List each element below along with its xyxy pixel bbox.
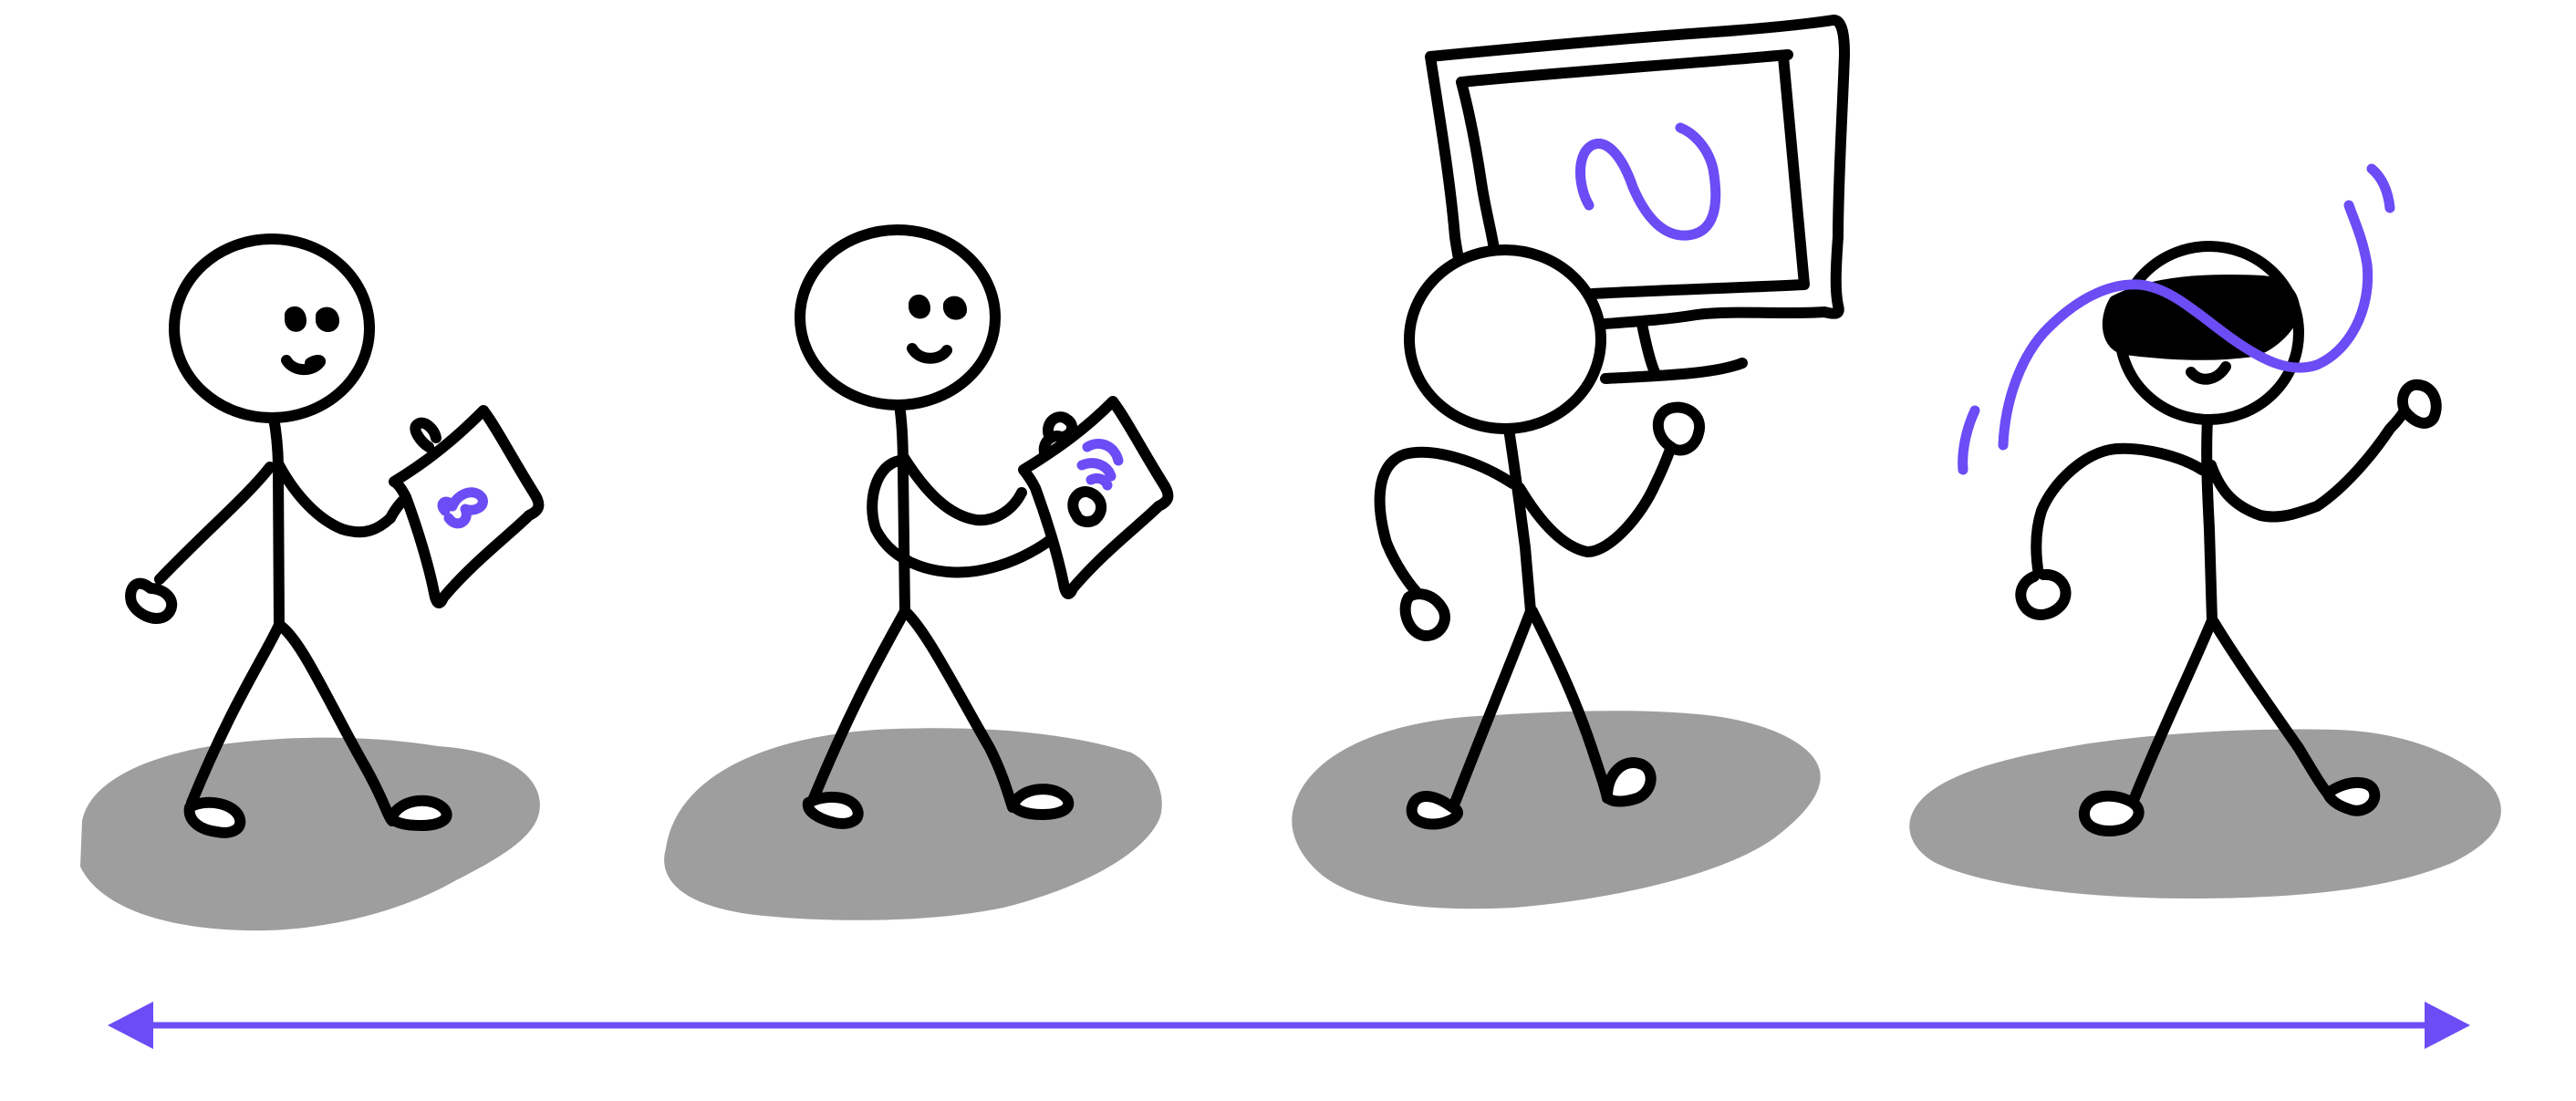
leg-right bbox=[899, 606, 1018, 813]
paper-scribble bbox=[437, 487, 488, 529]
thumb bbox=[410, 417, 441, 452]
ground-shadow-4 bbox=[1909, 729, 2501, 898]
eye bbox=[943, 296, 967, 320]
neck-body bbox=[2201, 414, 2218, 626]
smile bbox=[2186, 361, 2231, 385]
foot-right bbox=[1602, 757, 1657, 807]
hand-right bbox=[1652, 401, 1706, 456]
ground-shadow-2 bbox=[664, 728, 1162, 920]
arm-right bbox=[1514, 441, 1677, 557]
screen-stand bbox=[1600, 318, 1748, 384]
hand-left bbox=[125, 577, 178, 624]
leg-left bbox=[1449, 606, 1536, 808]
leg-left bbox=[186, 619, 285, 808]
ground-shadow-1 bbox=[80, 737, 540, 931]
arm-right bbox=[274, 460, 396, 538]
eye bbox=[316, 306, 339, 332]
foot-left bbox=[1406, 791, 1463, 830]
thumb bbox=[1043, 411, 1077, 441]
person-holding-paper bbox=[795, 224, 1174, 829]
vr-signal-swoosh bbox=[1998, 200, 2373, 451]
face bbox=[907, 294, 967, 364]
leg-left bbox=[2127, 615, 2218, 808]
eye bbox=[909, 294, 930, 319]
eye bbox=[285, 306, 306, 332]
leg-right bbox=[274, 619, 398, 826]
neck-body bbox=[268, 412, 285, 630]
neck-body bbox=[894, 400, 910, 617]
ground-shadows bbox=[80, 711, 2501, 931]
smile bbox=[281, 355, 326, 376]
head bbox=[795, 224, 1001, 410]
neck-body bbox=[1503, 423, 1536, 617]
double-headed-arrow-icon bbox=[108, 1002, 2470, 1049]
leg-right bbox=[2208, 617, 2333, 799]
head bbox=[169, 234, 375, 423]
screen-sine-wave bbox=[1575, 122, 1721, 241]
foot-left bbox=[802, 791, 864, 829]
arm-left bbox=[2031, 442, 2207, 580]
foot-right bbox=[1008, 784, 1075, 820]
arm-right bbox=[898, 451, 1027, 526]
person-reading-paper bbox=[125, 234, 545, 838]
foot-right bbox=[2322, 776, 2381, 816]
arm-right bbox=[2206, 405, 2410, 523]
vr-signal-tick bbox=[2366, 163, 2395, 213]
arm-left bbox=[154, 462, 275, 585]
hand-left bbox=[1399, 588, 1450, 641]
leg-left bbox=[806, 606, 910, 808]
person-wearing-vr-headset bbox=[1958, 163, 2442, 836]
smile bbox=[907, 343, 952, 364]
arrow-head-right bbox=[2425, 1002, 2470, 1049]
foot-left bbox=[183, 796, 246, 838]
head bbox=[1404, 244, 1606, 434]
hand-left bbox=[1067, 486, 1107, 528]
ground-shadow-3 bbox=[1292, 711, 1821, 909]
hand-left bbox=[2015, 568, 2072, 620]
foot-right bbox=[387, 795, 452, 831]
person-carrying-screen bbox=[1374, 15, 1850, 830]
arm-left bbox=[867, 455, 1082, 578]
hand-right bbox=[2397, 379, 2442, 429]
face bbox=[281, 306, 339, 376]
arm-left bbox=[1374, 446, 1518, 597]
vr-signal-tick bbox=[1958, 405, 1980, 475]
arrow-head-left bbox=[108, 1002, 153, 1049]
paper-scribble bbox=[1076, 439, 1124, 491]
foot-left bbox=[2079, 790, 2145, 836]
